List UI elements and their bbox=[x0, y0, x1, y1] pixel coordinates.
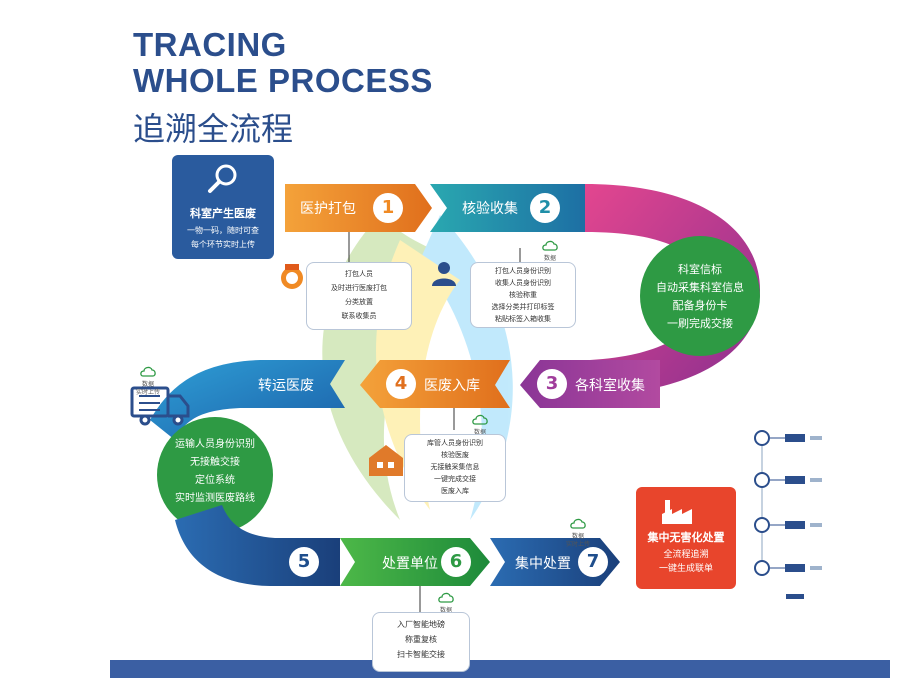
list-item: 运输人员身份识别 bbox=[175, 439, 255, 450]
list-item: 一刷完成交接 bbox=[667, 317, 733, 330]
cloud-upload-icon bbox=[570, 518, 586, 529]
dept-box-line-2: 每个环节实时上传 bbox=[191, 240, 255, 249]
warehouse-icon bbox=[369, 445, 403, 476]
cloud-upload-icon bbox=[472, 414, 488, 425]
transport-info-text: 运输人员身份识别 无接触交接 定位系统 实时监测医废路线 bbox=[160, 436, 270, 508]
list-item: 核验医废 bbox=[441, 451, 469, 459]
disposal-text: 集中无害化处置 全流程追溯 一键生成联单 bbox=[636, 530, 736, 576]
list-item: 配备身份卡 bbox=[672, 299, 728, 312]
factory-icon bbox=[662, 500, 692, 524]
list-item: 无接触采集信息 bbox=[430, 463, 480, 471]
step-3-number: 3 bbox=[537, 369, 567, 399]
list-item: 入厂智能地磅 bbox=[397, 620, 445, 629]
footer-bar bbox=[110, 660, 890, 678]
timeline-nodes bbox=[754, 430, 822, 599]
step-6-number: 6 bbox=[441, 547, 471, 577]
list-item: 分类放置 bbox=[345, 298, 373, 306]
disposal-box bbox=[636, 487, 736, 589]
list-item: 选择分类并打印标签 bbox=[491, 303, 555, 311]
step-1-label: 医护打包 bbox=[300, 201, 356, 217]
nurse-icon bbox=[281, 264, 303, 289]
list-item: 实时监测医废路线 bbox=[175, 493, 255, 504]
person-icon bbox=[432, 262, 456, 286]
list-item: 称重复核 bbox=[405, 635, 437, 644]
cloud-upload-icon bbox=[542, 240, 558, 251]
step-4-number: 4 bbox=[386, 369, 416, 399]
list-item: 医废入库 bbox=[441, 487, 469, 495]
cloud-upload-icon bbox=[140, 366, 156, 377]
step-2-number: 2 bbox=[530, 193, 560, 223]
disposal-line-1: 全流程追溯 bbox=[663, 550, 709, 560]
cloud-label: 数据 bbox=[473, 429, 486, 436]
cloud-label: 数据 bbox=[571, 533, 584, 540]
step-1-number: 1 bbox=[373, 193, 403, 223]
cloud-label: 实时上传 bbox=[135, 389, 160, 396]
step-5-number: 5 bbox=[289, 547, 319, 577]
transport-arrow bbox=[150, 360, 345, 440]
cloud-label: 数据 bbox=[141, 381, 154, 388]
step-6-info-box: 入厂智能地磅 称重复核 扫卡智能交接 bbox=[372, 612, 470, 672]
list-item: 一键完成交接 bbox=[434, 475, 476, 483]
cloud-label: 数据 bbox=[543, 255, 556, 262]
dept-box-title: 科室产生医废 bbox=[190, 207, 256, 220]
list-item: 扫卡智能交接 bbox=[397, 650, 445, 659]
step-1-info-box: 打包人员 及时进行医废打包 分类放置 联系收集员 bbox=[306, 262, 412, 330]
step-6-label: 处置单位 bbox=[382, 556, 438, 572]
dept-box-line-1: 一物一码，随时可查 bbox=[187, 226, 259, 235]
list-item: 自动采集科室信息 bbox=[656, 281, 744, 294]
disposal-title: 集中无害化处置 bbox=[647, 531, 725, 544]
list-item: 核验称重 bbox=[509, 291, 537, 299]
dept-info-circle bbox=[640, 236, 760, 356]
cloud-upload-transport: 数据 实时上传 bbox=[128, 362, 168, 397]
cloud-label: 实时上传 bbox=[565, 541, 590, 548]
step-5-curve bbox=[175, 505, 340, 586]
list-item: 收集人员身份识别 bbox=[495, 279, 551, 287]
list-item: 定位系统 bbox=[195, 475, 235, 486]
step-7-number: 7 bbox=[578, 547, 608, 577]
list-item: 科室信标 bbox=[678, 263, 722, 276]
search-icon bbox=[208, 164, 237, 193]
step-4-label: 医废入库 bbox=[424, 378, 480, 394]
title-chinese: 追溯全流程 bbox=[133, 110, 294, 148]
list-item: 打包人员身份识别 bbox=[495, 267, 551, 275]
dept-waste-box: 科室产生医废 一物一码，随时可查 每个环节实时上传 bbox=[172, 155, 274, 259]
step-2-label: 核验收集 bbox=[462, 201, 518, 217]
step-2-info-box: 打包人员身份识别 收集人员身份识别 核验称重 选择分类并打印标签 粘贴标签入箱收… bbox=[470, 262, 576, 328]
cloud-upload-icon bbox=[438, 592, 454, 603]
list-item: 粘贴标签入箱收集 bbox=[495, 315, 551, 323]
truck-icon bbox=[130, 386, 190, 426]
cloud-upload-7: 数据 实时上传 bbox=[558, 514, 598, 549]
dept-info-text: 科室信标 自动采集科室信息 配备身份卡 一刷完成交接 bbox=[640, 261, 760, 333]
title-line-1: TRACING bbox=[133, 26, 287, 63]
cloud-label: 数据 bbox=[439, 607, 452, 614]
list-item: 库管人员身份识别 bbox=[427, 439, 483, 447]
step-7-label: 集中处置 bbox=[515, 556, 571, 572]
list-item: 无接触交接 bbox=[190, 457, 240, 468]
list-item: 及时进行医废打包 bbox=[331, 284, 387, 292]
list-item: 联系收集员 bbox=[341, 312, 377, 320]
transport-info-circle bbox=[157, 417, 273, 533]
disposal-line-2: 一键生成联单 bbox=[658, 564, 713, 574]
list-item: 打包人员 bbox=[345, 270, 373, 278]
transport-label: 转运医废 bbox=[258, 378, 314, 394]
step-3-label: 各科室收集 bbox=[575, 378, 645, 394]
title-line-2: WHOLE PROCESS bbox=[133, 62, 433, 99]
step-4-info-box: 库管人员身份识别 核验医废 无接触采集信息 一键完成交接 医废入库 bbox=[404, 434, 506, 502]
